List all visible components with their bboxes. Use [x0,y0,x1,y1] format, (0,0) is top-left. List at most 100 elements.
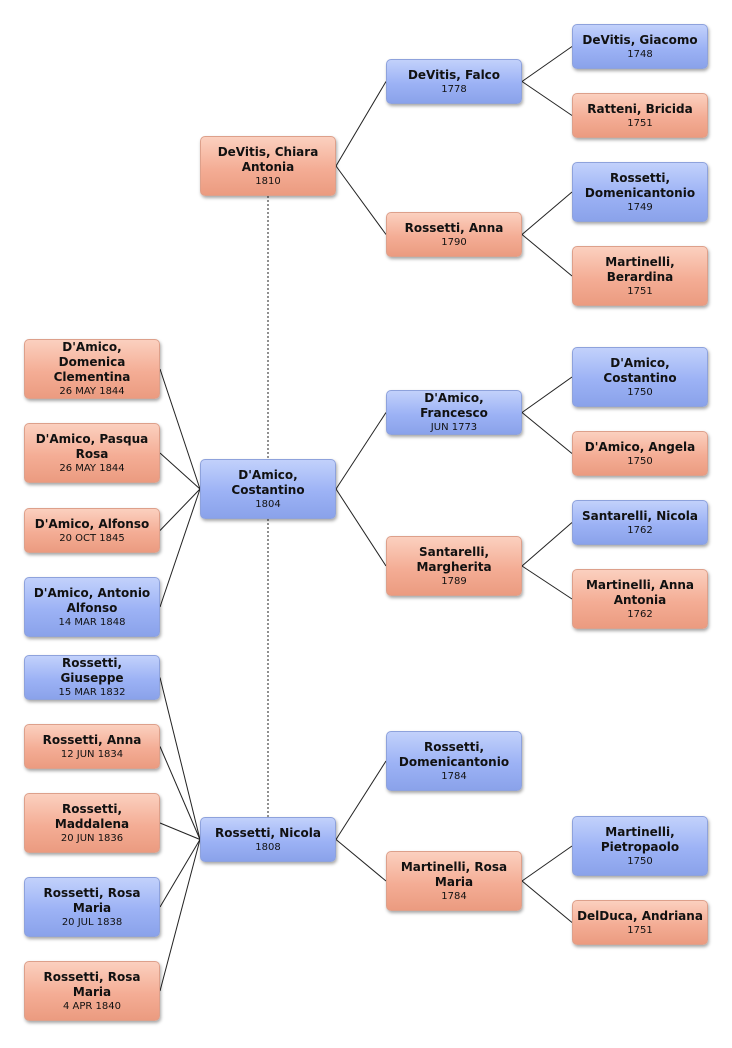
parent-link-line [521,565,573,600]
person-date: 1790 [441,236,467,248]
child-link-line [159,839,201,992]
child-link-line [159,822,201,840]
person-name: Martinelli, Rosa Maria [400,859,508,889]
parent-link-line [521,81,573,116]
person-date: 1778 [441,83,467,95]
parent-link-line [521,522,573,567]
parent-link-line [521,234,573,277]
person-name: Martinelli, Berardina [605,254,675,284]
parent-link-line [521,46,573,82]
person-date: 1762 [627,524,653,536]
parent-link-line [521,880,573,923]
person-name: D'Amico, Antonio Alfonso [33,585,151,615]
person-name: Rossetti, Anna [42,732,142,747]
parent-link-line [335,488,387,567]
child-link-line [159,488,201,531]
child-link-line [159,746,201,840]
child-link-line [159,488,201,608]
person-name: D'Amico, Alfonso [34,516,150,531]
person-name: DeVitis, Falco [407,67,501,82]
person-name: Rossetti, Anna [404,220,504,235]
person-date: 26 MAY 1844 [59,462,125,474]
person-date: 20 JUN 1836 [60,832,124,844]
parent-link-line [335,412,387,490]
person-name: Rossetti, Rosa Maria [43,885,141,915]
person-date: 1810 [255,175,281,187]
parent-link-line [335,81,387,167]
person-name: Rossetti, Maddalena [54,801,130,831]
person-date: 1808 [255,841,281,853]
person-name: D'Amico, Angela [584,439,696,454]
person-date: 12 JUN 1834 [60,748,124,760]
person-name: Martinelli, Anna Antonia [585,577,695,607]
person-date: 26 MAY 1844 [59,386,125,397]
parent-link-line [521,412,573,454]
person-date: 1751 [627,924,653,936]
person-date: 1748 [627,48,653,60]
parent-link-line [335,760,387,840]
parent-link-line [335,839,387,882]
parent-link-line [521,191,573,235]
person-domenica[interactable]: D'Amico, Domenica Clementina 26 MAY 1844 [24,339,160,399]
child-link-line [159,452,201,490]
person-date: 15 MAR 1832 [58,687,126,698]
person-name: Santarelli, Nicola [582,508,698,523]
person-date: 1749 [627,201,653,213]
person-name: D'Amico, Costantino [603,355,677,385]
person-name: DeVitis, Chiara Antonia [217,144,319,174]
parent-link-line [521,845,573,882]
person-date: 1751 [627,117,653,129]
person-giuseppe[interactable]: Rossetti, Giuseppe 15 MAR 1832 [24,655,160,700]
person-name: D'Amico, Pasqua Rosa [35,431,149,461]
child-link-line [159,839,201,908]
person-date: JUN 1773 [430,422,478,433]
person-name: DelDuca, Andriana [577,908,703,923]
person-date: 1750 [627,386,653,398]
person-date: 20 JUL 1838 [61,916,123,928]
person-name: Rossetti, Giuseppe [60,656,124,685]
person-date: 1784 [441,770,467,782]
person-date: 1789 [441,575,467,587]
person-name: DeVitis, Giacomo [582,32,698,47]
person-name: Rossetti, Domenicantonio [398,739,510,769]
person-name: Rossetti, Rosa Maria [43,969,141,999]
parent-link-line [335,165,387,235]
person-date: 1751 [627,285,653,297]
person-date: 1750 [627,455,653,467]
person-date: 1762 [627,608,653,620]
person-date: 20 OCT 1845 [59,532,125,544]
person-name: Ratteni, Bricida [587,101,693,116]
person-name: Santarelli, Margherita [416,544,492,574]
person-name: D'Amico, Domenica Clementina [53,340,131,384]
child-link-line [159,677,201,840]
person-name: Rossetti, Nicola [215,825,321,840]
person-name: Martinelli, Pietropaolo [600,824,680,854]
